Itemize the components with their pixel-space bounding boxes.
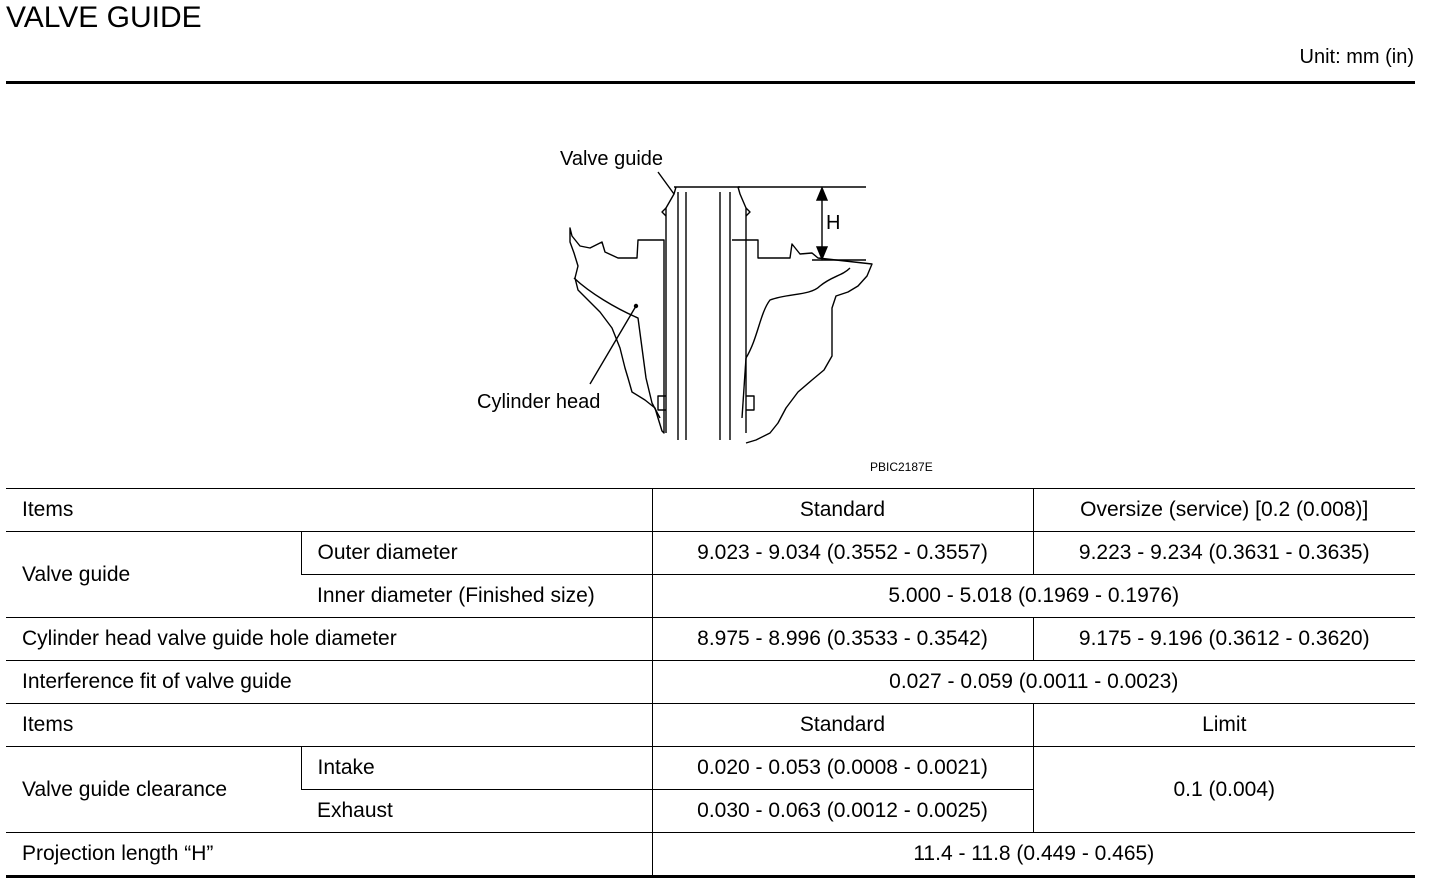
- clearance-limit: 0.1 (0.004): [1032, 746, 1415, 833]
- leader-valve-guide: [657, 171, 675, 195]
- exhaust-label: Exhaust: [301, 789, 652, 833]
- header-standard-2: Standard: [651, 703, 1033, 747]
- outer-diameter-label: Outer diameter: [300, 531, 652, 575]
- label-cylinder-head: Cylinder head: [477, 391, 600, 413]
- interference-fit-value: 0.027 - 0.059 (0.0011 - 0.0023): [651, 660, 1415, 704]
- inner-diameter-value: 5.000 - 5.018 (0.1969 - 0.1976): [651, 574, 1415, 618]
- label-h: H: [826, 212, 840, 234]
- unit-label: Unit: mm (in): [1299, 46, 1414, 68]
- table-row: Valve guide clearance Intake 0.020 - 0.0…: [6, 746, 1415, 833]
- valve-guide-label: Valve guide: [6, 531, 301, 618]
- hole-diameter-oversize: 9.175 - 9.196 (0.3612 - 0.3620): [1032, 617, 1415, 661]
- hole-diameter-label: Cylinder head valve guide hole diameter: [6, 617, 652, 661]
- table-row: Projection length “H” 11.4 - 11.8 (0.449…: [6, 832, 1415, 878]
- interference-fit-label: Interference fit of valve guide: [6, 660, 652, 704]
- outer-diameter-oversize: 9.223 - 9.234 (0.3631 - 0.3635): [1032, 531, 1415, 575]
- valve-guide-spec-table: Items Standard Oversize (service) [0.2 (…: [6, 488, 1415, 878]
- clearance-label: Valve guide clearance: [6, 746, 301, 833]
- cylinder-head-outline-right: [732, 239, 873, 444]
- valve-guide-outer-left: [665, 186, 677, 433]
- label-valve-guide: Valve guide: [560, 148, 663, 170]
- header-items: Items: [6, 488, 652, 532]
- intake-standard: 0.020 - 0.053 (0.0008 - 0.0021): [651, 746, 1033, 790]
- table-header-row: Items Standard Limit: [6, 703, 1415, 747]
- intake-label: Intake: [300, 746, 652, 790]
- page-title: VALVE GUIDE: [6, 1, 202, 34]
- inner-diameter-label: Inner diameter (Finished size): [301, 574, 652, 618]
- valve-guide-diagram: Valve guide H Cylinder head PBIC2187E: [440, 128, 960, 478]
- table-row: Interference fit of valve guide 0.027 - …: [6, 660, 1415, 704]
- header-limit: Limit: [1032, 703, 1415, 747]
- header-standard: Standard: [651, 488, 1033, 532]
- projection-length-value: 11.4 - 11.8 (0.449 - 0.465): [651, 832, 1415, 878]
- valve-guide-diagram-svg: Valve guide H Cylinder head PBIC2187E: [477, 148, 933, 474]
- exhaust-standard: 0.030 - 0.063 (0.0012 - 0.0025): [651, 789, 1033, 833]
- title-divider: [6, 81, 1415, 84]
- table-header-row: Items Standard Oversize (service) [0.2 (…: [6, 488, 1415, 532]
- leader-cylinder-head: [589, 305, 637, 385]
- table-row: Exhaust 0.030 - 0.063 (0.0012 - 0.0025): [6, 789, 1415, 833]
- cylinder-head-outline: [569, 227, 665, 434]
- table-row: Valve guide Outer diameter 9.023 - 9.034…: [6, 531, 1415, 618]
- projection-length-label: Projection length “H”: [6, 832, 652, 878]
- figure-code: PBIC2187E: [870, 460, 933, 474]
- hole-diameter-standard: 8.975 - 8.996 (0.3533 - 0.3542): [651, 617, 1033, 661]
- header-oversize: Oversize (service) [0.2 (0.008)]: [1032, 488, 1415, 532]
- table-row: Cylinder head valve guide hole diameter …: [6, 617, 1415, 661]
- header-items-2: Items: [6, 703, 652, 747]
- table-row: Inner diameter (Finished size) 5.000 - 5…: [6, 574, 1415, 618]
- valve-guide-outer-right: [737, 186, 747, 433]
- outer-diameter-standard: 9.023 - 9.034 (0.3552 - 0.3557): [651, 531, 1033, 575]
